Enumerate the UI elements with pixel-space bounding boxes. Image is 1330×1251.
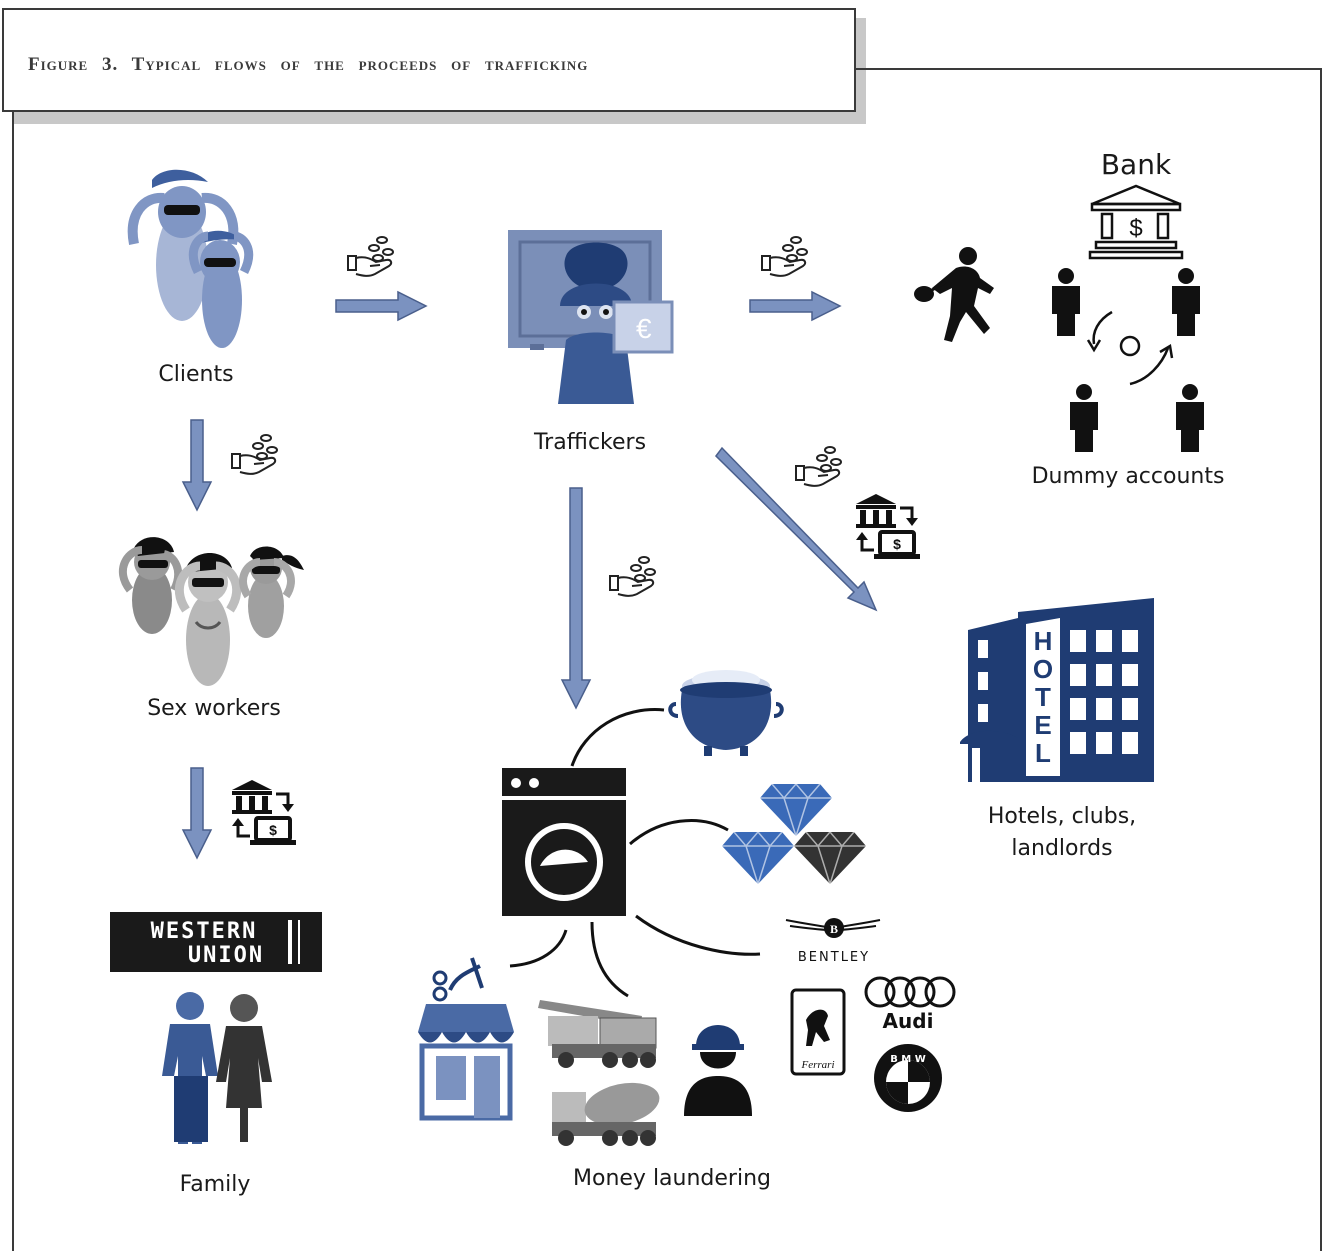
sex-workers-label: Sex workers (147, 696, 281, 721)
figure-title: Figure 3. Typical flows of the proceeds … (28, 54, 589, 75)
hotels-label-line1: Hotels, clubs, (987, 804, 1137, 829)
svg-text:$: $ (1129, 215, 1142, 242)
money-hand-icon (761, 236, 808, 277)
ferrari-logo: Ferrari (790, 988, 846, 1076)
family-icon (162, 992, 272, 1144)
bentley-text: BENTLEY (798, 950, 870, 965)
title-box: Figure 3. Typical flows of the proceeds … (2, 8, 856, 112)
euro-icon: € (636, 313, 652, 344)
bmw-text: B M W (890, 1054, 926, 1065)
arrow-clients-sexworkers (181, 419, 213, 512)
clients-icon (127, 169, 254, 348)
svg-text:L: L (1035, 738, 1051, 768)
western-union-text-1: WESTERN (151, 919, 258, 944)
arrow-traffickers-hotels (715, 446, 878, 612)
svg-text:T: T (1035, 682, 1051, 712)
trafficker-icon: € (558, 242, 674, 404)
money-hand-icon (231, 434, 278, 475)
thief-icon (914, 247, 994, 342)
money-hand-icon (795, 446, 842, 487)
arrow-traffickers-bank (749, 290, 842, 322)
cement-truck-icon (552, 1082, 660, 1146)
pot-of-gold-icon (668, 670, 784, 756)
bank-icon: $ (1088, 184, 1184, 260)
shop-icon (418, 957, 514, 1121)
dummy-accounts-label: Dummy accounts (1031, 464, 1225, 489)
sex-workers-icon (118, 537, 304, 686)
svg-text:E: E (1034, 710, 1051, 740)
svg-text:B: B (830, 922, 838, 936)
bank-label: Bank (1100, 148, 1172, 181)
laundering-connectors (509, 708, 761, 998)
bmw-logo: B M W (874, 1044, 942, 1112)
money-hand-icon (347, 236, 394, 277)
svg-text:H: H (1034, 626, 1053, 656)
bank-transfer-icon (230, 778, 298, 847)
arrow-traffickers-laundering (560, 487, 592, 710)
diamond-icon (721, 783, 867, 885)
hotel-icon: H O T E L (960, 598, 1154, 782)
bentley-logo: B BENTLEY (785, 918, 881, 965)
hotels-label-line2: landlords (1011, 836, 1113, 861)
western-union-logo: WESTERN UNION (110, 912, 322, 972)
dummy-accounts-icon (1052, 268, 1204, 452)
audi-text: Audi (883, 1009, 934, 1033)
bank-transfer-icon (854, 492, 922, 561)
worker-icon (684, 1025, 752, 1116)
western-union-text-2: UNION (188, 943, 264, 968)
clients-label: Clients (158, 362, 234, 387)
money-hand-icon (609, 556, 656, 597)
arrow-sexworkers-family (181, 767, 213, 860)
money-laundering-label: Money laundering (573, 1166, 771, 1191)
svg-text:O: O (1033, 654, 1053, 684)
arrow-clients-traffickers (335, 290, 428, 322)
traffickers-label: Traffickers (533, 430, 647, 455)
audi-logo: Audi (864, 976, 956, 1033)
washing-machine-icon (502, 768, 626, 916)
crane-truck-icon (538, 1000, 657, 1068)
ferrari-text: Ferrari (801, 1059, 835, 1071)
family-label: Family (179, 1172, 251, 1197)
